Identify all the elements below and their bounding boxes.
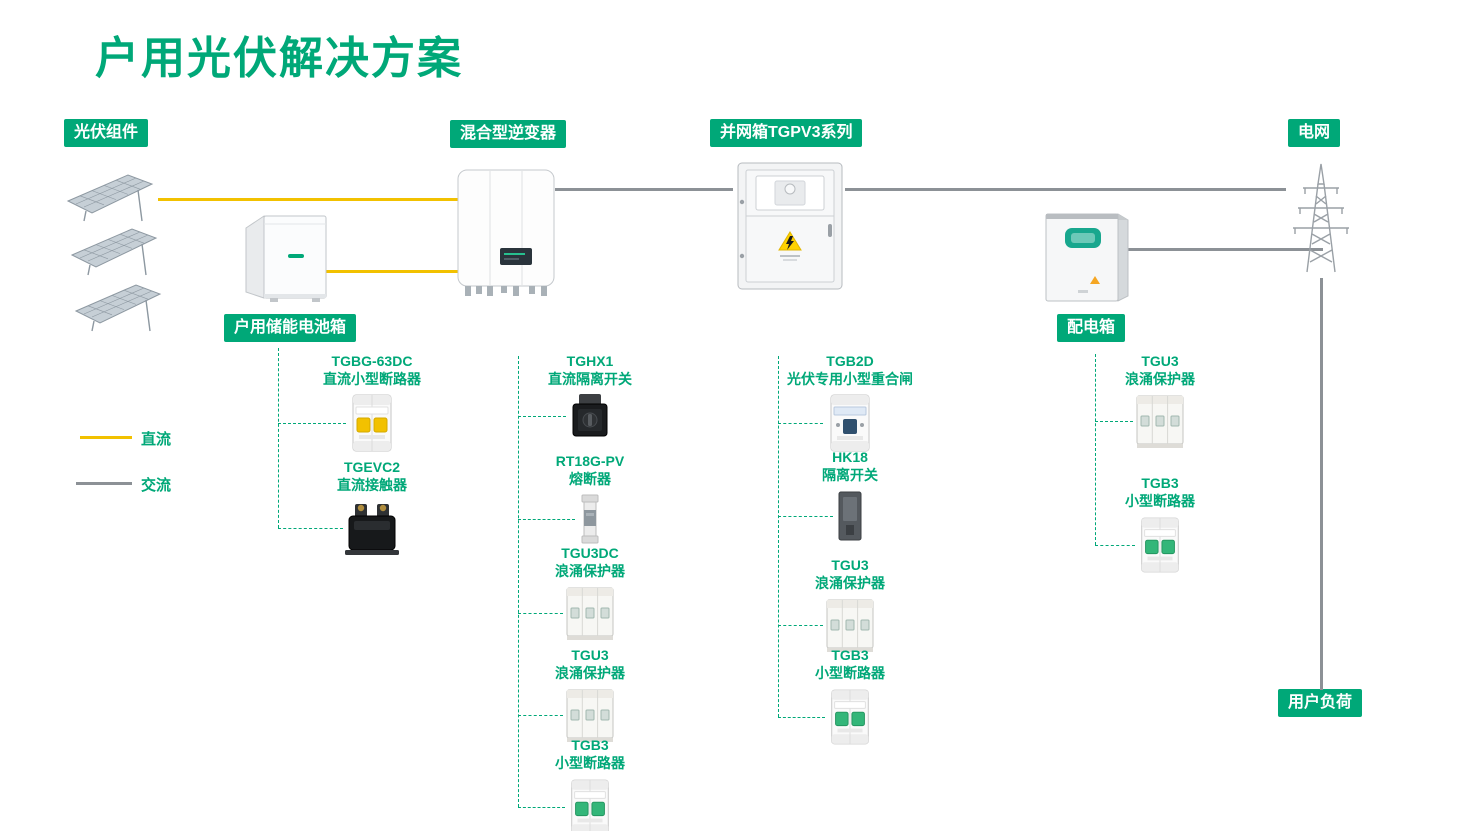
component-tgevc2: TGEVC2 直流接触器 — [302, 458, 442, 558]
component-desc: 小型断路器 — [555, 755, 625, 771]
label-grid-connection-box: 并网箱TGPV3系列 — [710, 119, 863, 147]
inverter-group-connector — [518, 356, 519, 807]
solar-panel-array-image — [56, 166, 176, 338]
inverter-group-stub-3 — [518, 613, 563, 614]
breaker-product-image — [565, 776, 615, 831]
component-tgu3-distribution: TGU3 浪涌保护器 — [1090, 352, 1230, 450]
component-tgb3-distribution: TGB3 小型断路器 — [1090, 474, 1230, 576]
component-desc: 熔断器 — [569, 471, 611, 487]
grid-connection-box-image — [733, 160, 849, 299]
component-model: TGB3 — [831, 647, 869, 663]
component-tgbg-63dc: TGBG-63DC 直流小型断路器 — [302, 352, 442, 454]
battery-group-stub-2 — [278, 528, 343, 529]
component-model: TGEVC2 — [343, 459, 400, 475]
knife-switch-product-image — [833, 488, 867, 544]
component-desc: 浪涌保护器 — [1125, 371, 1195, 387]
component-model: TGU3DC — [561, 545, 619, 561]
component-desc: 浪涌保护器 — [555, 665, 625, 681]
component-model: TGHX1 — [566, 353, 614, 369]
legend-ac-label: 交流 — [141, 477, 172, 494]
gridbox-group-stub-3 — [778, 625, 823, 626]
ac-line-gridbox-to-grid — [845, 188, 1286, 191]
gridbox-group-stub-2 — [778, 516, 833, 517]
inverter-group-stub-1 — [518, 416, 566, 417]
label-pv-modules: 光伏组件 — [64, 119, 149, 147]
surge-protector-product-image — [563, 686, 617, 744]
breaker-product-image — [346, 392, 398, 454]
fuse-product-image — [575, 492, 605, 546]
distribution-group-connector — [1095, 354, 1096, 545]
dc-line-battery-to-inverter — [326, 270, 458, 273]
page-title: 户用光伏解决方案 — [95, 34, 463, 83]
component-model: RT18G-PV — [555, 453, 625, 469]
battery-box-image — [238, 206, 333, 311]
gridbox-group-connector — [778, 356, 779, 717]
component-model: TGBG-63DC — [331, 353, 413, 369]
distribution-group-stub-1 — [1095, 421, 1133, 422]
component-model: TGU3 — [1141, 353, 1179, 369]
inverter-group-stub-4 — [518, 715, 563, 716]
component-tgu3-inverter: TGU3 浪涌保护器 — [520, 646, 660, 744]
inverter-image — [455, 168, 557, 305]
contactor-product-image — [343, 498, 401, 558]
component-desc: 浪涌保护器 — [555, 563, 625, 579]
solar-panel-icon — [70, 228, 158, 276]
component-desc: 光伏专用小型重合闸 — [787, 371, 913, 387]
ac-line-inverter-to-gridbox — [555, 188, 733, 191]
isolator-product-image — [566, 392, 614, 440]
distribution-box-image — [1038, 204, 1134, 311]
inverter-group-stub-2 — [518, 519, 575, 520]
label-power-grid: 电网 — [1288, 119, 1341, 147]
battery-group-connector — [278, 348, 279, 528]
component-model: TGU3 — [831, 557, 869, 573]
component-desc: 浪涌保护器 — [815, 575, 885, 591]
battery-group-stub-1 — [278, 423, 346, 424]
ac-line-grid-to-load — [1320, 278, 1323, 690]
label-storage-battery-box: 户用储能电池箱 — [224, 314, 357, 342]
component-desc: 直流隔离开关 — [548, 371, 632, 387]
component-tgb3-inverter: TGB3 小型断路器 — [520, 736, 660, 831]
component-tgu3-gridbox: TGU3 浪涌保护器 — [780, 556, 920, 654]
breaker-product-image — [825, 686, 875, 748]
dc-line-pv-to-inverter — [158, 198, 458, 201]
component-model: TGU3 — [571, 647, 609, 663]
legend-ac-swatch — [76, 482, 132, 485]
component-tghx1: TGHX1 直流隔离开关 — [520, 352, 660, 440]
label-distribution-box: 配电箱 — [1057, 314, 1126, 342]
legend-dc-swatch — [80, 436, 132, 439]
gridbox-group-stub-4 — [778, 717, 825, 718]
component-model: TGB3 — [1141, 475, 1179, 491]
surge-protector-product-image — [1133, 392, 1187, 450]
surge-protector-product-image — [823, 596, 877, 654]
distribution-group-stub-2 — [1095, 545, 1135, 546]
solar-panel-icon — [74, 284, 162, 332]
component-model: TGB2D — [826, 353, 874, 369]
component-desc: 小型断路器 — [815, 665, 885, 681]
label-user-load: 用户负荷 — [1278, 689, 1363, 717]
component-tgb2d: TGB2D 光伏专用小型重合闸 — [780, 352, 920, 454]
solar-panel-icon — [66, 174, 154, 222]
recloser-product-image — [823, 392, 877, 454]
component-desc: 直流小型断路器 — [323, 371, 421, 387]
ac-line-distribution-branch — [1128, 248, 1323, 251]
component-tgb3-gridbox: TGB3 小型断路器 — [780, 646, 920, 748]
inverter-group-stub-5 — [518, 807, 565, 808]
component-tgu3dc: TGU3DC 浪涌保护器 — [520, 544, 660, 642]
breaker-product-image — [1135, 514, 1185, 576]
component-hk18: HK18 隔离开关 — [780, 448, 920, 544]
label-hybrid-inverter: 混合型逆变器 — [450, 120, 567, 148]
component-model: TGB3 — [571, 737, 609, 753]
gridbox-group-stub-1 — [778, 423, 823, 424]
surge-protector-product-image — [563, 584, 617, 642]
component-desc: 隔离开关 — [822, 467, 878, 483]
component-model: HK18 — [832, 449, 868, 465]
component-desc: 直流接触器 — [337, 477, 407, 493]
transmission-tower-image — [1284, 150, 1358, 279]
component-desc: 小型断路器 — [1125, 493, 1195, 509]
component-rt18g-pv: RT18G-PV 熔断器 — [520, 452, 660, 546]
legend-dc-label: 直流 — [141, 431, 172, 448]
